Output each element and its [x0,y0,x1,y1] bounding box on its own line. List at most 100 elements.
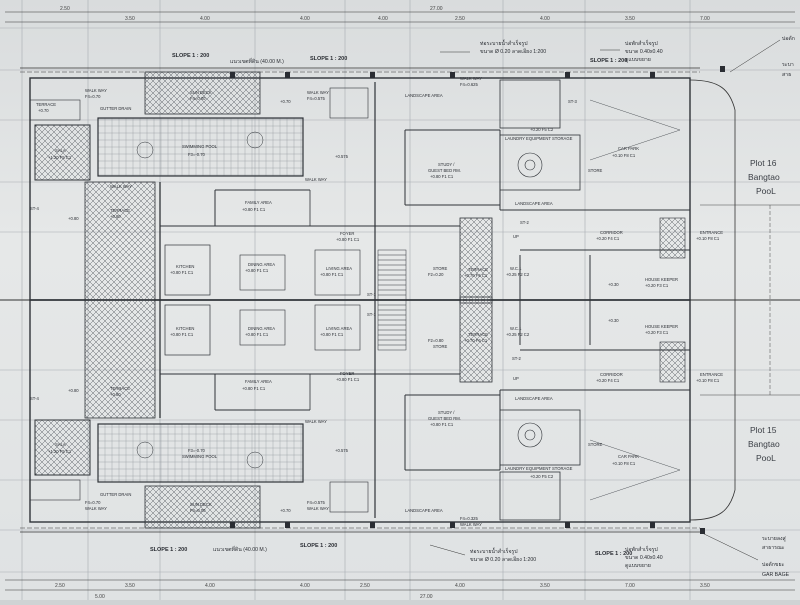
lower-sundeck-area [144,485,261,529]
lower-store2-label: STORE [433,344,448,349]
lower-house-plan [29,296,691,529]
lower-sala-level: +1.20 F5 C1 [48,449,72,454]
bottom-sump-note-2: ขนาด 0.40x0.40 [625,555,663,561]
plot16-line1: Plot 16 [750,158,777,168]
upper-dining-level: +0.80 F1 C1 [245,268,269,273]
upper-wc-level: +0.25 F2 C2 [506,272,530,277]
lower-housekeeper-level: +0.20 F3 C1 [645,330,669,335]
upper-store-label: STORE [588,168,603,173]
bottom-drain-note-1: ท่อระบายน้ำสำเร็จรูป [470,547,518,555]
lower-landscape2-label: LANDSCAPE AREA [515,396,553,401]
upper-walkway-c-label: WALK WAY [460,76,482,81]
upper-gutter-label: GUTTER DRAIN [100,106,131,111]
lower-dining-level: +0.80 F1 C1 [245,332,269,337]
lower-st1-label: ST-1 [367,312,377,317]
plot15-line3: PooL [756,453,776,463]
dim-bottom-extra: 5.00 [95,594,105,600]
lower-room-labels: SUN DECK F4=0.00 SWIMMING POOL F3=-0.70 … [30,312,723,527]
bottom-sump-note-3: ดูแบบขยาย [625,563,651,569]
upper-st1-label: ST-1 [367,292,377,297]
lower-st4-label: ST-4 [30,396,40,401]
lower-store2-level: F2=0.80 [428,338,444,343]
upper-st4-label: ST-4 [30,206,40,211]
upper-study-label: STUDY / [438,162,455,167]
upper-pool-label: SWIMMING POOL [182,144,218,149]
upper-housekeeper-level: +0.20 F3 C1 [645,283,669,288]
lower-entrance-level: +0.10 F8 C1 [696,378,720,383]
upper-sundeck-level: F4=0.00 [190,96,206,101]
bottom-slope-1: SLOPE 1 : 200 [150,547,187,553]
lower-landscape-label: LANDSCAPE AREA [405,508,443,513]
upper-terrace-top-level: +0.70 [38,108,49,113]
dim-top-4: 4.00 [300,16,310,22]
upper-family-level: +0.80 F1 C1 [242,207,266,212]
dim-top-5: 4.00 [378,16,388,22]
upper-terrace2-level: +0.70 F6 C1 [464,273,488,278]
lower-terrace2-label: TERRACE [468,332,488,337]
upper-landscape2-label: LANDSCAPE AREA [515,201,553,206]
lower-walkway-d-label: WALK WAY [305,419,327,424]
upper-sundeck-area [144,71,261,115]
plot16-line3: PooL [756,186,776,196]
upper-carpark-label: CAR PARK [618,146,639,151]
lower-walkway-a-label: WALK WAY [85,506,107,511]
bottom-slope-2: SLOPE 1 : 200 [300,543,337,549]
lower-study-label: STUDY / [438,410,455,415]
lower-kitchen-level: +0.80 F1 C1 [170,332,194,337]
bottom-boundary-label: แนวเขตที่ดิน (40.00 M.) [213,546,267,553]
upper-walkway-a-level: F4=0.70 [85,94,101,99]
dim-top-3: 4.00 [200,16,210,22]
lower-family-label: FAMILY AREA [245,379,272,384]
lower-entrance-label: ENTRANCE [700,372,723,377]
lower-terrace-level: +0.80 [110,392,121,397]
dim-bottom-4: 4.00 [300,583,310,589]
bottom-drainage-notes: SLOPE 1 : 200 SLOPE 1 : 200 SLOPE 1 : 20… [20,527,790,578]
lower-housekeeper-label: HOUSE KEEPER [645,324,678,329]
upper-terrace2-label: TERRACE [468,267,488,272]
bottom-drain-note-2: ขนาด Ø 0.20 ลาดเอียง 1:200 [470,556,536,563]
upper-living-level: +0.80 F1 C1 [320,272,344,277]
upper-laundry-label: LAUNDRY EQUIPMENT STORAGE [505,136,573,141]
lower-sundeck-level: F4=0.00 [190,508,206,513]
lower-sala [34,419,91,476]
upper-study-label2: GUEST BED RM. [428,168,461,173]
lower-corridor-label: CORRIDOR [600,372,623,377]
upper-entrance-level: +0.10 F8 C1 [696,236,720,241]
upper-corridor-label: CORRIDOR [600,230,623,235]
upper-st3-label: ST-3 [568,99,578,104]
plot15-line1: Plot 15 [750,425,777,435]
upper-level-030: +0.30 [608,282,619,287]
dim-top-2: 3.50 [125,16,135,22]
lower-kitchen-label: KITCHEN [176,326,194,331]
lower-carpark-level: +0.10 F8 C1 [612,461,636,466]
lower-walkway-b-label: WALK WAY [307,506,329,511]
top-sump-note-3: ดูแบบขยาย [625,57,651,63]
lower-terrace-label: TERRACE [110,386,130,391]
upper-terrace-level: +0.80 [110,214,121,219]
plot16-line2: Bangtao [748,172,780,182]
lower-walkway-a-level: F4=0.70 [85,500,101,505]
upper-walkway-a-label: WALK WAY [85,88,107,93]
lower-family-level: +0.80 F1 C1 [242,386,266,391]
lower-corridor-level: +0.20 F4 C1 [596,378,620,383]
upper-sala-label: SALA [55,148,66,153]
upper-entrance-label: ENTRANCE [700,230,723,235]
lower-level-070: +0.70 [280,508,291,513]
dim-bottom-3: 4.00 [205,583,215,589]
upper-room-labels: SUN DECK F4=0.00 SWIMMING POOL F3=-0.70 … [30,76,723,297]
top-edge-note-1: บ่อดัก [782,35,795,42]
top-slope-1: SLOPE 1 : 200 [172,53,209,59]
dim-bottom-9: 3.50 [700,583,710,589]
lower-swimming-pool [97,423,304,483]
lower-pool-level: F3=-0.70 [188,448,206,453]
lower-sundeck-label: SUN DECK [190,502,212,507]
lower-foyer-level: +0.80 F1 C1 [336,377,360,382]
upper-laundry-level: +0.20 F5 C2 [530,127,554,132]
lower-walkway-c-level: F4=0.325 [460,516,478,521]
bottom-edge-note-3: บ่อดักขยะ [762,561,785,568]
lower-wc-label: W.C.1 [510,326,522,331]
top-sump-note-2: ขนาด 0.40x0.40 [625,49,663,55]
bottom-edge-note-4: GAR BAGE [762,572,790,578]
upper-walkway-d-label: WALK WAY [305,177,327,182]
upper-housekeeper-label: HOUSE KEEPER [645,277,678,282]
